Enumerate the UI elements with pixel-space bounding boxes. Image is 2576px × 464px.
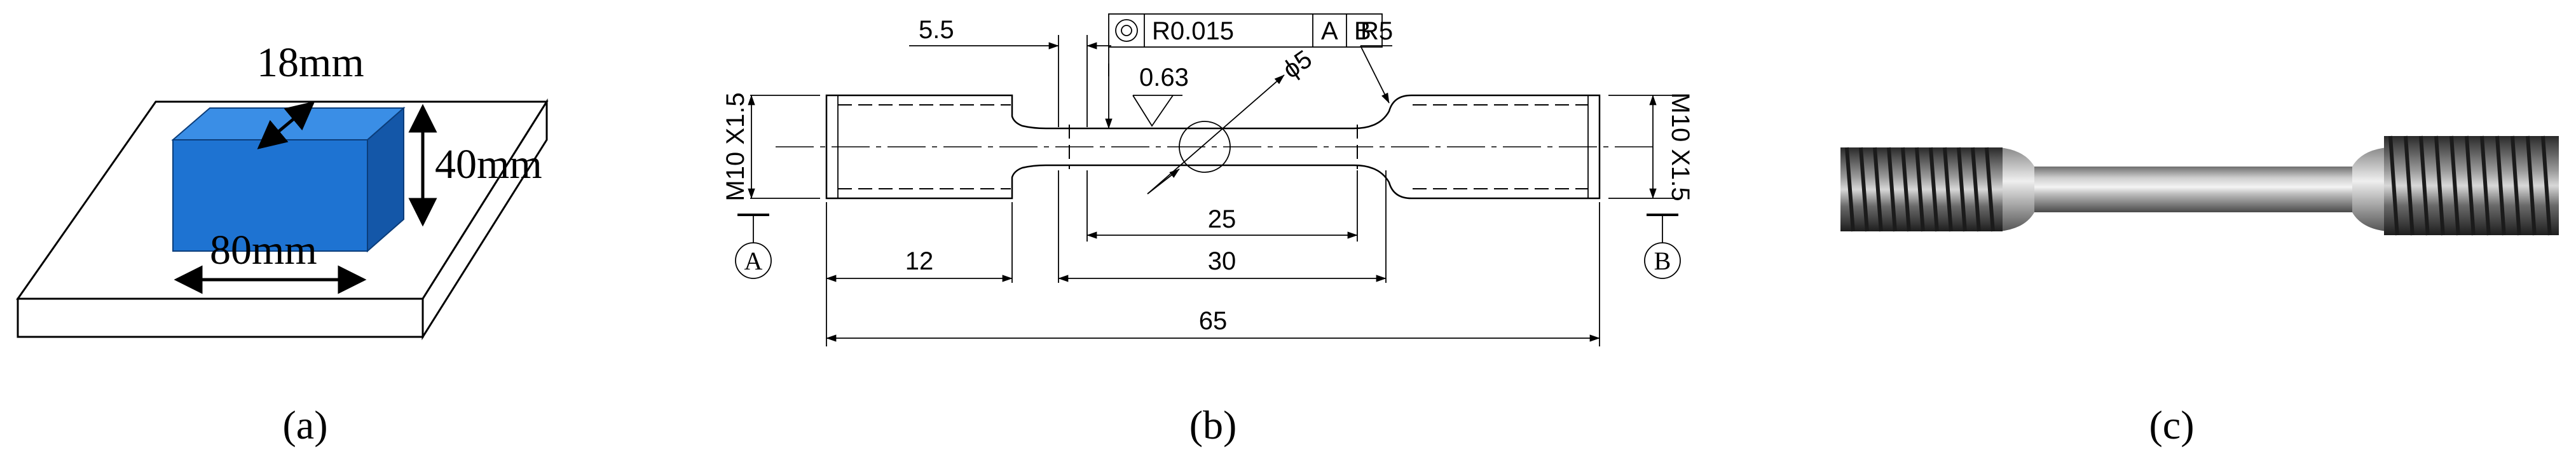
- tolerance-datum-b: B: [1354, 17, 1371, 45]
- diameter-circle: [1179, 121, 1231, 173]
- surface-roughness-icon: [1132, 95, 1182, 127]
- right-thread: [2384, 135, 2559, 236]
- plate-side: [421, 98, 548, 341]
- caption-c: (c): [2149, 402, 2194, 447]
- roughness-label: 0.63: [1139, 64, 1189, 92]
- tolerance-datum-a: A: [1321, 17, 1338, 45]
- thread-groove: [2465, 135, 2476, 236]
- width-dimension-arrow: [257, 101, 315, 149]
- thread-groove: [2541, 135, 2552, 236]
- left-fillet: [1999, 147, 2034, 231]
- height-label: 40mm: [435, 141, 542, 188]
- thread-groove: [2495, 135, 2506, 236]
- datum-a-circle: [735, 242, 772, 279]
- thread-groove: [2434, 135, 2445, 236]
- concentricity-icon: [1115, 19, 1138, 42]
- thread-groove: [1873, 147, 1883, 232]
- thread-groove: [1943, 147, 1953, 232]
- thread-groove: [1957, 147, 1967, 232]
- diameter-leader-lower: [1147, 168, 1180, 194]
- thread-groove: [1971, 147, 1981, 232]
- dim-5-5-label: 5.5: [919, 16, 954, 44]
- thread-label-right: M10 X1.5: [1666, 92, 1694, 201]
- caption-a: (a): [282, 402, 327, 447]
- panel-b: ϕ5 R5 5.5 R0.015 A: [699, 0, 1729, 464]
- dim-25-label: 25: [1208, 205, 1237, 233]
- thread-groove: [1845, 147, 1855, 232]
- radius-label: R5: [1360, 17, 1393, 45]
- thread-groove: [1901, 147, 1911, 232]
- thread-groove: [2480, 135, 2491, 236]
- thread-groove: [1887, 147, 1897, 232]
- plate-front: [17, 297, 424, 338]
- thread-groove: [2419, 135, 2430, 236]
- caption-b: (b): [1189, 402, 1237, 447]
- block-on-plate-diagram: 18mm 40mm 80mm (a): [16, 39, 549, 447]
- thread-groove: [2526, 135, 2537, 236]
- thread-groove: [2449, 135, 2460, 236]
- dim-12-label: 12: [905, 247, 934, 275]
- thread-groove: [2511, 135, 2521, 236]
- specimen-technical-drawing: ϕ5 R5 5.5 R0.015 A: [722, 13, 1694, 447]
- specimen-outline: [825, 94, 1601, 200]
- radius-leader: [1360, 45, 1390, 104]
- thread-groove: [1859, 147, 1869, 232]
- length-label: 80mm: [210, 227, 317, 273]
- thread-label-left: M10 X1.5: [722, 92, 750, 201]
- panel-a: 18mm 40mm 80mm (a): [0, 0, 610, 464]
- thread-groove: [1915, 147, 1925, 232]
- datum-b-circle: [1644, 242, 1681, 279]
- width-label: 18mm: [257, 39, 364, 86]
- specimen-photo: (c): [1840, 135, 2559, 447]
- tolerance-value: R0.015: [1152, 17, 1234, 45]
- diameter-label: ϕ5: [1278, 45, 1317, 85]
- thread-groove: [1985, 147, 1995, 232]
- datum-b-label: B: [1654, 247, 1671, 275]
- dim-65-label: 65: [1199, 307, 1228, 335]
- thread-groove: [2404, 135, 2415, 236]
- gauge-section: [2034, 167, 2352, 212]
- datum-a-label: A: [744, 247, 763, 275]
- right-fillet: [2352, 147, 2387, 231]
- panel-c: (c): [1767, 0, 2576, 464]
- diameter-leader: [1147, 74, 1285, 194]
- thread-groove: [2388, 135, 2399, 236]
- left-thread: [1840, 147, 2003, 232]
- tolerance-frame: R0.015 A B: [1105, 13, 1383, 129]
- thread-groove: [1929, 147, 1939, 232]
- dim-30-label: 30: [1208, 247, 1237, 275]
